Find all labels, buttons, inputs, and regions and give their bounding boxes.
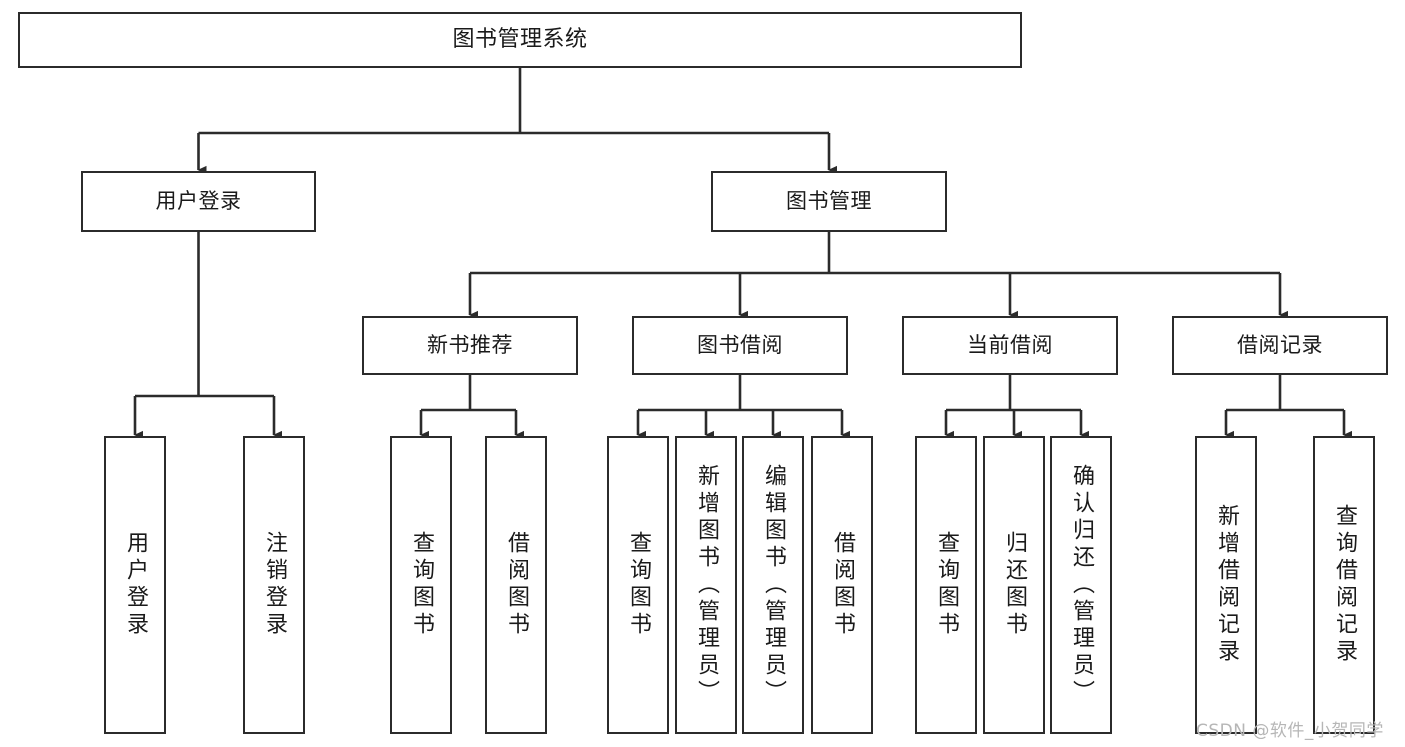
- csdn-watermark: CSDN @软件_小贺同学: [1196, 721, 1384, 741]
- node-user-login[interactable]: 用户登录: [81, 171, 316, 232]
- node-bb-query-book[interactable]: 查询图书: [607, 436, 669, 734]
- node-user-logout-leaf[interactable]: 注销登录: [243, 436, 305, 734]
- node-nbr-borrow-book[interactable]: 借阅图书: [485, 436, 547, 734]
- node-user-login-leaf[interactable]: 用户登录: [104, 436, 166, 734]
- node-label-cb-return-book: 归还图书: [1002, 531, 1027, 639]
- node-book-borrow[interactable]: 图书借阅: [632, 316, 848, 375]
- node-label-bb-borrow-book: 借阅图书: [830, 531, 855, 639]
- node-label-bb-query-book: 查询图书: [626, 531, 651, 639]
- node-cb-confirm-return-admin[interactable]: 确认归还（管理员）: [1050, 436, 1112, 734]
- node-label-br-query-record: 查询借阅记录: [1332, 504, 1357, 666]
- node-cb-return-book[interactable]: 归还图书: [983, 436, 1045, 734]
- node-bb-borrow-book[interactable]: 借阅图书: [811, 436, 873, 734]
- node-label-cb-confirm-return-admin: 确认归还（管理员）: [1069, 463, 1094, 707]
- node-br-add-record[interactable]: 新增借阅记录: [1195, 436, 1257, 734]
- node-label-br-add-record: 新增借阅记录: [1214, 504, 1239, 666]
- node-label-root: 图书管理系统: [452, 27, 588, 52]
- node-cb-query-book[interactable]: 查询图书: [915, 436, 977, 734]
- node-label-nbr-query-book: 查询图书: [409, 531, 434, 639]
- node-label-book-borrow: 图书借阅: [697, 333, 783, 357]
- node-borrow-records[interactable]: 借阅记录: [1172, 316, 1388, 375]
- node-label-book-management: 图书管理: [786, 189, 872, 213]
- node-bb-add-book-admin[interactable]: 新增图书（管理员）: [675, 436, 737, 734]
- node-label-user-logout-leaf: 注销登录: [262, 531, 287, 639]
- node-label-nbr-borrow-book: 借阅图书: [504, 531, 529, 639]
- node-label-bb-add-book-admin: 新增图书（管理员）: [694, 463, 719, 707]
- node-current-borrow[interactable]: 当前借阅: [902, 316, 1118, 375]
- node-label-current-borrow: 当前借阅: [967, 333, 1053, 357]
- node-root[interactable]: 图书管理系统: [18, 12, 1022, 68]
- node-label-user-login: 用户登录: [155, 189, 242, 213]
- node-label-bb-edit-book-admin: 编辑图书（管理员）: [761, 463, 786, 707]
- node-label-borrow-records: 借阅记录: [1237, 333, 1323, 357]
- node-new-book-recommend[interactable]: 新书推荐: [362, 316, 578, 375]
- node-label-new-book-recommend: 新书推荐: [427, 333, 513, 357]
- node-label-user-login-leaf: 用户登录: [123, 531, 148, 639]
- node-book-management[interactable]: 图书管理: [711, 171, 947, 232]
- node-nbr-query-book[interactable]: 查询图书: [390, 436, 452, 734]
- node-bb-edit-book-admin[interactable]: 编辑图书（管理员）: [742, 436, 804, 734]
- node-br-query-record[interactable]: 查询借阅记录: [1313, 436, 1375, 734]
- node-label-cb-query-book: 查询图书: [934, 531, 959, 639]
